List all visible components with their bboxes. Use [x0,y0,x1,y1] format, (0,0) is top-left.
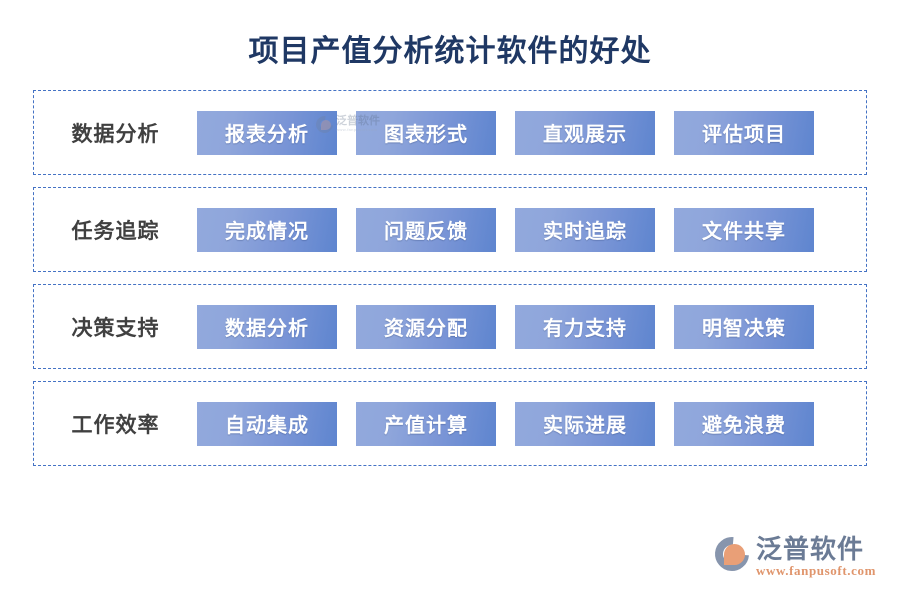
category-row-decision-support: 决策支持 数据分析 资源分配 有力支持 明智决策 [33,284,867,369]
chip-actual-progress[interactable]: 实际进展 [515,401,655,446]
chip-file-sharing[interactable]: 文件共享 [674,207,814,252]
row-label-task-tracking: 任务追踪 [71,218,160,243]
chip-visual-display[interactable]: 直观展示 [515,110,655,155]
chip-chart-form[interactable]: 图表形式 [356,110,496,155]
row-label-work-efficiency: 工作效率 [71,412,160,437]
category-row-work-efficiency: 工作效率 自动集成 产值计算 实际进展 避免浪费 [33,381,867,466]
chip-strong-support[interactable]: 有力支持 [515,304,655,349]
chip-realtime-tracking[interactable]: 实时追踪 [515,207,655,252]
row-label-decision-support: 决策支持 [71,315,160,340]
chip-group-task-tracking: 完成情况 问题反馈 实时追踪 文件共享 [197,207,820,252]
chip-issue-feedback[interactable]: 问题反馈 [356,207,496,252]
category-rows: 数据分析 报表分析 图表形式 直观展示 评估项目 泛普软件 www.fanpus… [33,90,867,466]
chip-group-work-efficiency: 自动集成 产值计算 实际进展 避免浪费 [197,401,820,446]
chip-evaluate-project[interactable]: 评估项目 [674,110,814,155]
chip-completion-status[interactable]: 完成情况 [197,207,337,252]
row-label-data-analysis: 数据分析 [71,121,160,146]
chip-data-analysis[interactable]: 数据分析 [197,304,337,349]
chip-wise-decision[interactable]: 明智决策 [674,304,814,349]
brand-logo: 泛普软件 www.fanpusoft.com [715,535,876,578]
chip-resource-allocation[interactable]: 资源分配 [356,304,496,349]
chip-group-decision-support: 数据分析 资源分配 有力支持 明智决策 [197,304,820,349]
brand-name: 泛普软件 [756,534,865,564]
category-row-data-analysis: 数据分析 报表分析 图表形式 直观展示 评估项目 泛普软件 www.fanpus… [33,90,867,175]
brand-swoosh-icon [715,537,749,571]
chip-report-analysis[interactable]: 报表分析 [197,110,337,155]
chip-output-calculation[interactable]: 产值计算 [356,401,496,446]
page-title: 项目产值分析统计软件的好处 [248,35,652,68]
chip-auto-integration[interactable]: 自动集成 [197,401,337,446]
category-row-task-tracking: 任务追踪 完成情况 问题反馈 实时追踪 文件共享 [33,187,867,272]
brand-text: 泛普软件 www.fanpusoft.com [756,535,876,578]
chip-group-data-analysis: 报表分析 图表形式 直观展示 评估项目 [197,110,820,155]
brand-url: www.fanpusoft.com [756,563,876,578]
chip-avoid-waste[interactable]: 避免浪费 [674,401,814,446]
